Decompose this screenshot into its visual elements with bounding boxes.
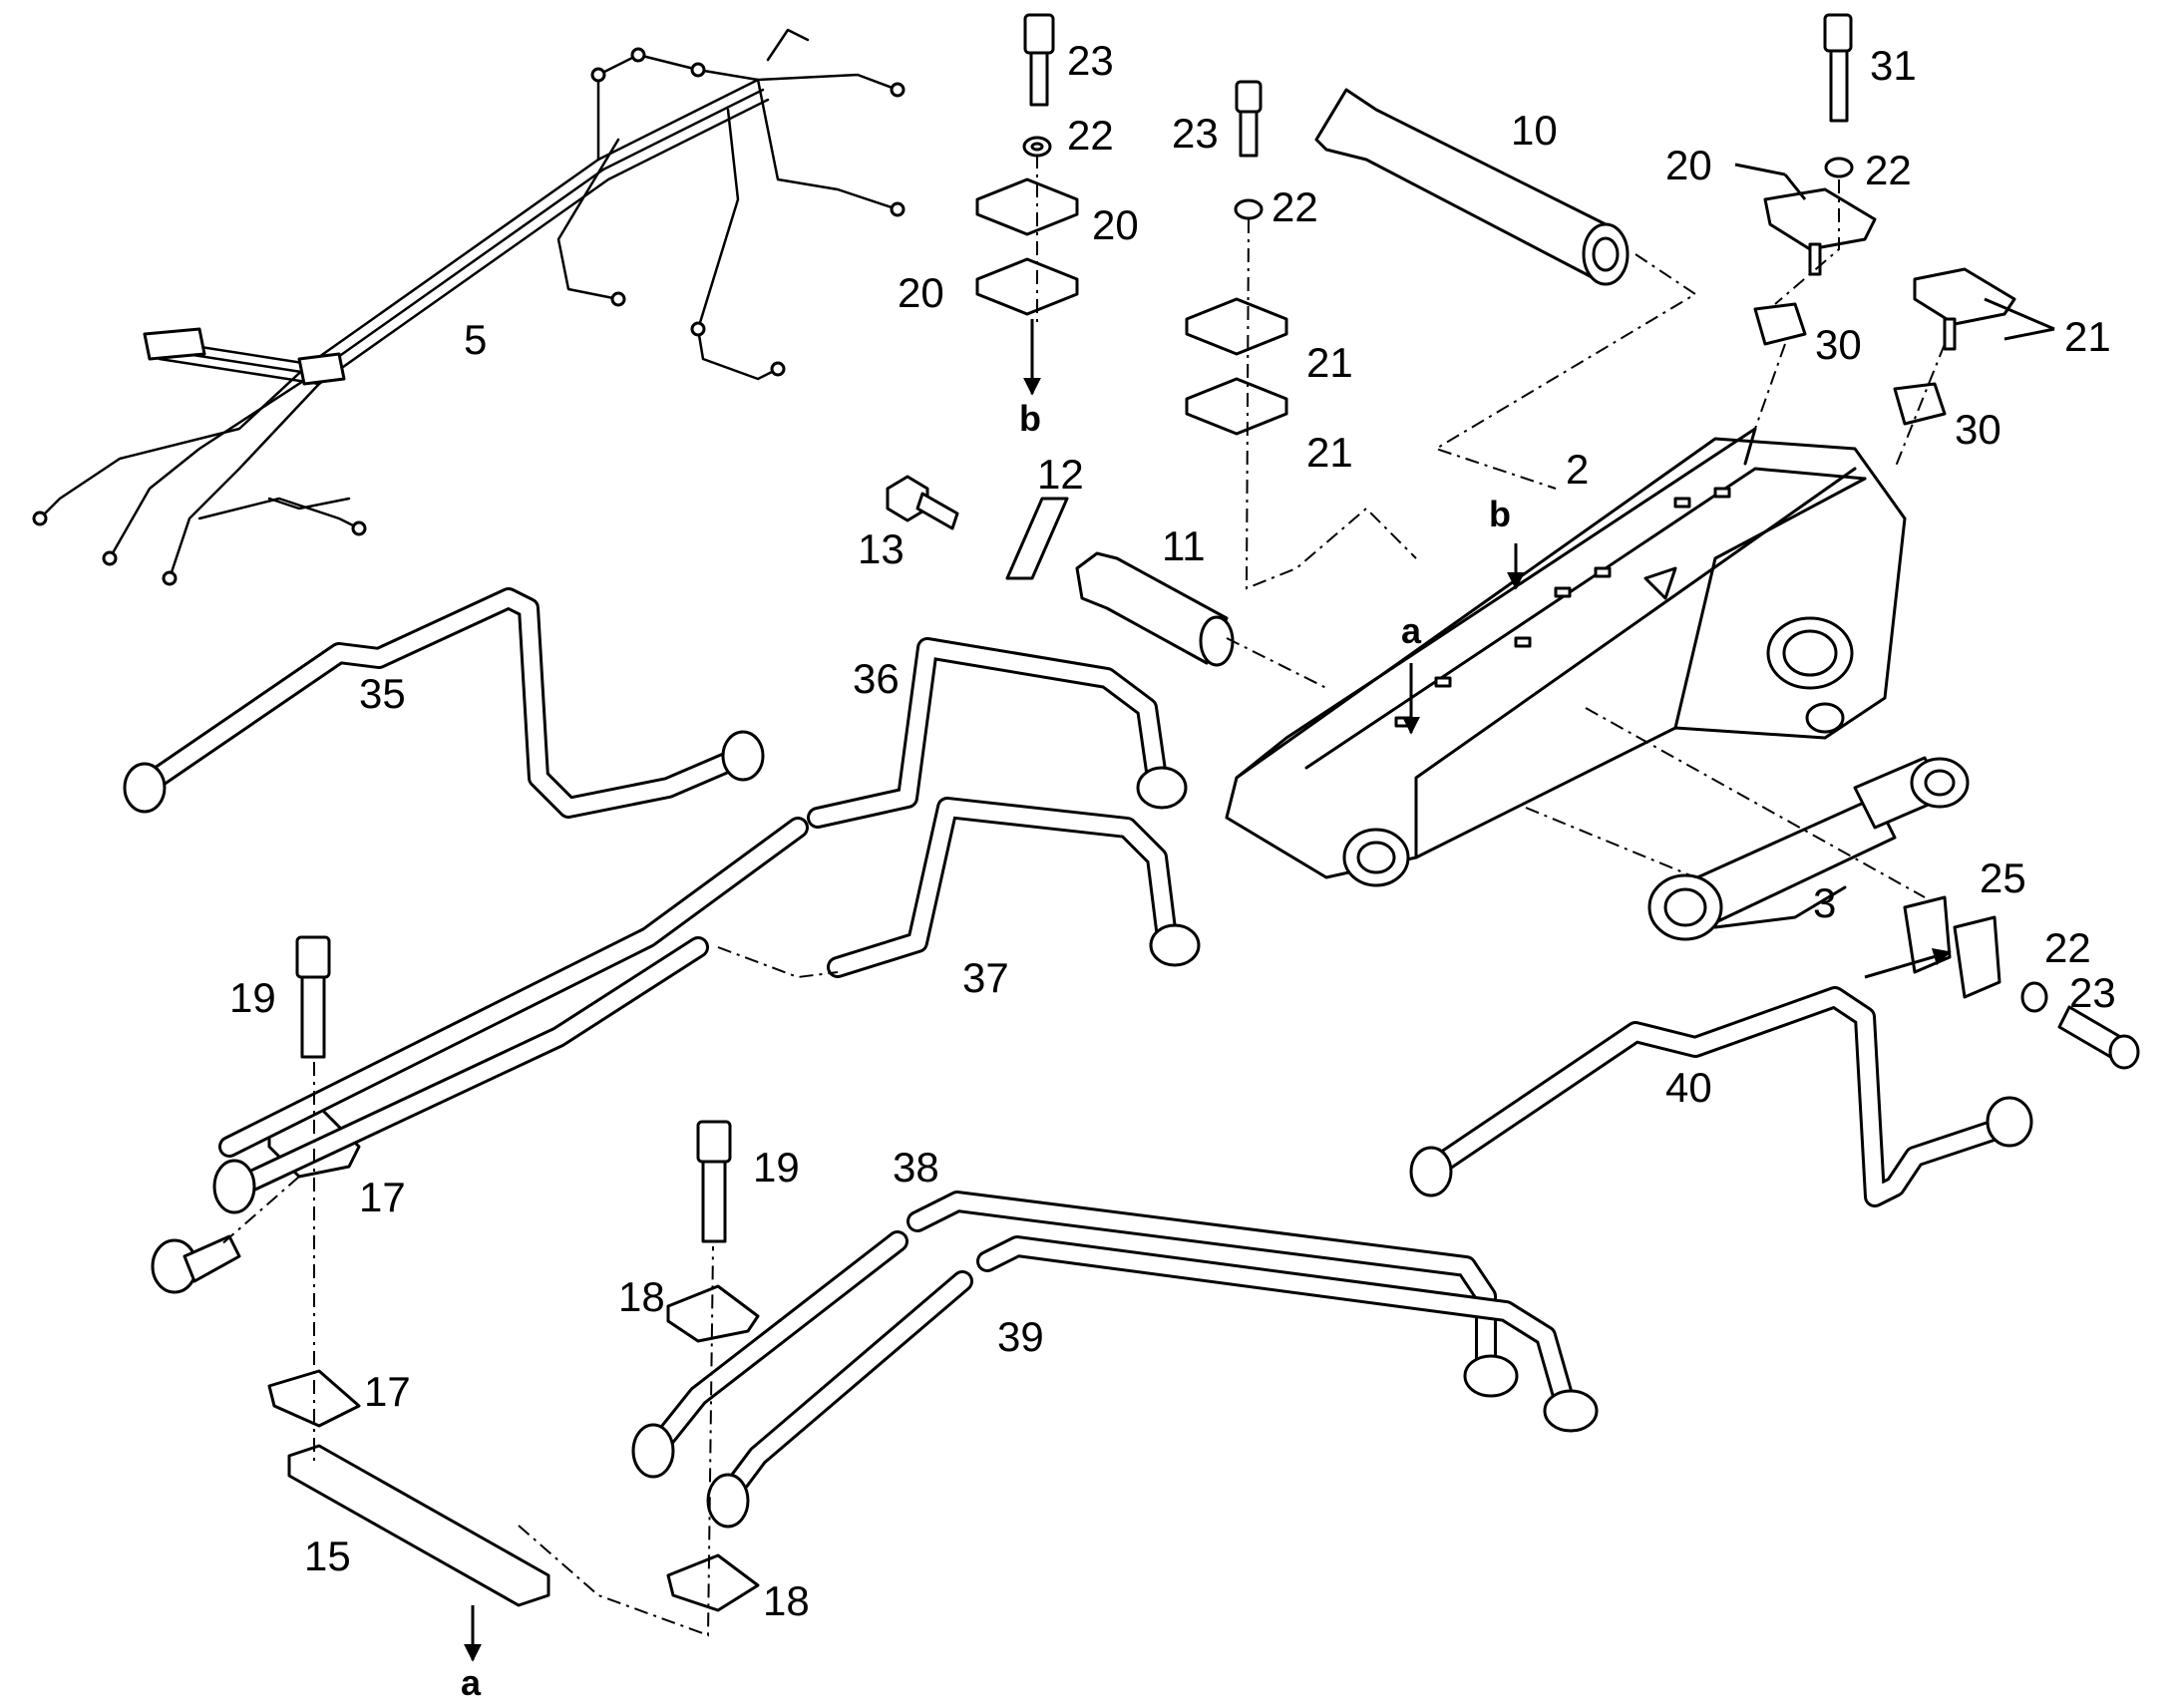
- tube-40: [1409, 986, 2033, 1207]
- callout-18-upper: 18: [618, 1273, 665, 1320]
- callout-17-upper: 17: [359, 1174, 406, 1220]
- callout-40: 40: [1665, 1064, 1712, 1111]
- callout-30-left: 30: [1815, 321, 1862, 368]
- clamp-21-right: [1913, 267, 2016, 351]
- callout-30-right: 30: [1955, 406, 2001, 453]
- bolt-23-top: [1023, 13, 1055, 107]
- reference-a-bottom: a: [461, 1662, 482, 1703]
- clamp-21-lower: [1185, 377, 1288, 436]
- callout-18-lower: 18: [763, 1577, 810, 1624]
- callout-23-mid: 23: [1172, 110, 1219, 157]
- tube-36: [218, 637, 1188, 1158]
- boom-frame-2: [1225, 427, 1907, 887]
- reference-b-bottom: b: [1019, 398, 1041, 439]
- washer-22-mid: [1234, 198, 1264, 220]
- leader-lines: [218, 155, 1946, 1637]
- plate-15: [287, 1444, 550, 1607]
- bolt-13: [886, 475, 959, 530]
- callout-35: 35: [359, 670, 406, 717]
- clamp-25: [1903, 895, 2001, 999]
- callout-22-right: 22: [1865, 147, 1912, 193]
- sleeve-11: [1075, 551, 1235, 667]
- clamp-20-upper: [975, 177, 1079, 236]
- washer-22-lower-right: [2020, 981, 2048, 1013]
- plate-12: [1005, 497, 1069, 580]
- bolt-31: [1823, 13, 1853, 123]
- bolt-19-mid: [696, 1120, 732, 1243]
- reference-b-top: b: [1489, 494, 1511, 534]
- callout-36: 36: [853, 655, 900, 702]
- clamp-18-upper: [666, 1284, 760, 1343]
- callout-38: 38: [893, 1144, 939, 1191]
- hydraulic-cylinder-3: [1647, 756, 1970, 941]
- tube-35: [123, 587, 765, 819]
- washer-22-right: [1824, 157, 1854, 178]
- callout-39: 39: [997, 1313, 1044, 1360]
- bolt-19-left: [295, 935, 331, 1059]
- callout-20-top: 20: [1092, 201, 1139, 248]
- callout-19-left: 19: [229, 974, 276, 1021]
- tube-38: [631, 1191, 1519, 1479]
- callout-21-upper: 21: [1306, 339, 1353, 386]
- reference-arrows: [464, 163, 2055, 1662]
- callout-12: 12: [1037, 451, 1084, 498]
- bolt-23-mid: [1235, 80, 1263, 158]
- callout-22-lower-right: 22: [2044, 924, 2091, 971]
- callout-25: 25: [1980, 854, 2026, 901]
- callout-13: 13: [858, 525, 905, 572]
- wiring-harness-5: [32, 28, 906, 586]
- callout-23-top: 23: [1067, 37, 1114, 84]
- callout-22-top: 22: [1067, 112, 1114, 159]
- callout-17-lower: 17: [364, 1368, 411, 1415]
- callout-5: 5: [464, 316, 487, 363]
- clamp-20-right: [1763, 187, 1877, 276]
- callout-21-right: 21: [2064, 313, 2111, 360]
- callout-10: 10: [1511, 107, 1558, 154]
- callout-20-right: 20: [1665, 142, 1712, 188]
- tube-37: [212, 797, 1201, 1214]
- sleeve-10: [1314, 88, 1630, 286]
- clamp-21-upper: [1185, 297, 1288, 356]
- callout-15: 15: [304, 1533, 351, 1579]
- callout-3: 3: [1813, 879, 1836, 926]
- callout-23-lower-right: 23: [2069, 969, 2116, 1016]
- callout-11: 11: [1162, 522, 1206, 569]
- bolt-23-lower-right: [2057, 1005, 2140, 1070]
- reference-a-top: a: [1401, 610, 1422, 651]
- clamp-17-lower: [267, 1369, 361, 1428]
- callout-31: 31: [1870, 42, 1917, 89]
- flange-fitting-left: [151, 1234, 241, 1294]
- callout-37: 37: [962, 954, 1009, 1001]
- tube-39: [706, 1235, 1599, 1529]
- callout-22-mid: 22: [1272, 183, 1318, 230]
- callout-19-mid: 19: [753, 1144, 800, 1191]
- clamp-18-lower: [666, 1553, 760, 1612]
- callout-labels: 2 3 5 10 11 12 13 15 17 17 18 18 19 19 2…: [229, 37, 2116, 1703]
- callout-2: 2: [1566, 446, 1589, 493]
- washer-22-top: [1022, 136, 1052, 158]
- block-30-left: [1753, 302, 1807, 346]
- clamp-20-lower: [975, 257, 1079, 316]
- callout-20-left: 20: [898, 269, 944, 316]
- callout-21-lower: 21: [1306, 429, 1353, 476]
